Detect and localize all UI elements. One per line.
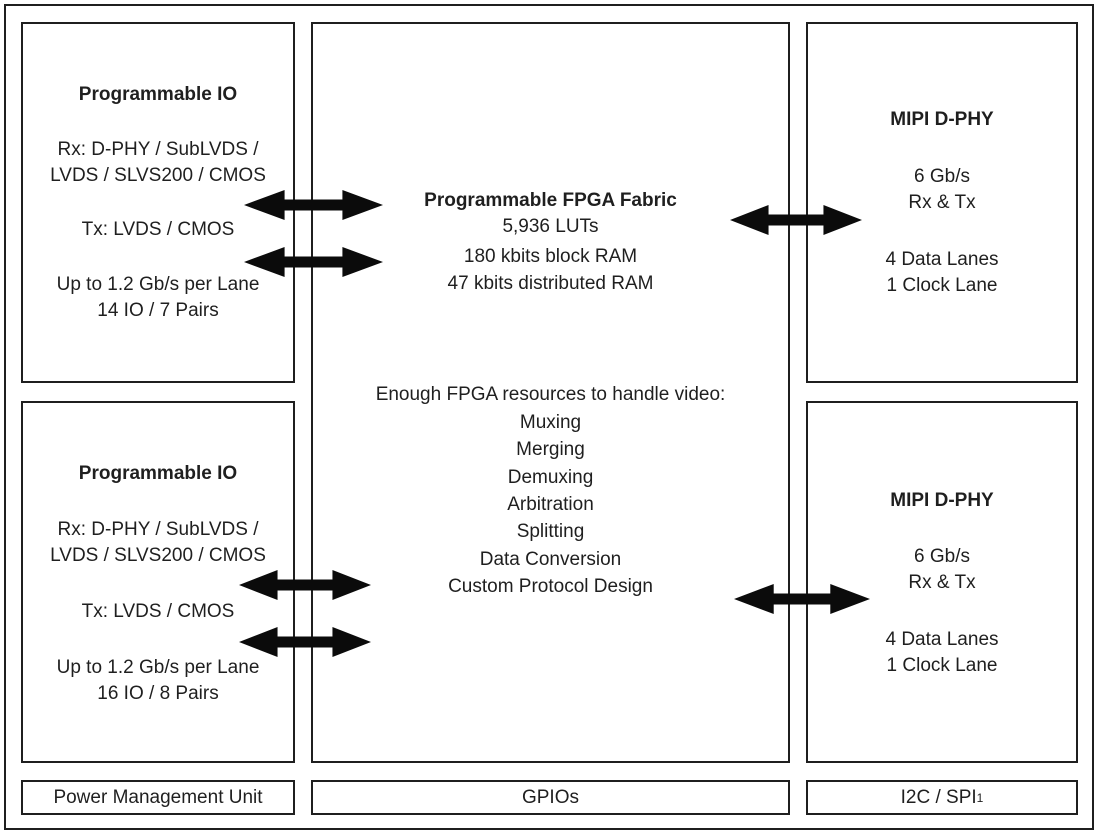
capability-data-conversion: Data Conversion [479, 549, 622, 570]
clock-lane-line: 1 Clock Lane [886, 275, 998, 296]
bidirectional-arrow-icon [730, 204, 862, 236]
io-pairs-line: 16 IO / 8 Pairs [97, 683, 219, 704]
block-gpios: GPIOs [311, 780, 790, 815]
block-fpga-fabric: Programmable FPGA Fabric 5,936 LUTs 180 … [311, 22, 790, 763]
block-mipi-dphy-bottom: MIPI D-PHY 6 Gb/s Rx & Tx 4 Data Lanes 1… [806, 401, 1078, 763]
block-title: MIPI D-PHY [890, 490, 994, 511]
capability-custom-protocol: Custom Protocol Design [448, 576, 653, 597]
block-title: Programmable IO [78, 463, 238, 484]
bidirectional-arrow-icon [239, 626, 371, 658]
i2c-spi-label: I2C / SPI [900, 786, 977, 808]
capability-merging: Merging [516, 439, 585, 460]
block-title: Programmable FPGA Fabric [424, 190, 677, 211]
pmu-label: Power Management Unit [53, 786, 263, 808]
tx-standards-line: Tx: LVDS / CMOS [81, 219, 235, 240]
block-programmable-io-top: Programmable IO Rx: D-PHY / SubLVDS / LV… [21, 22, 295, 383]
resources-heading: Enough FPGA resources to handle video: [375, 384, 726, 405]
block-title: MIPI D-PHY [890, 109, 994, 130]
io-pairs-line: 14 IO / 7 Pairs [97, 300, 219, 321]
data-lanes-line: 4 Data Lanes [885, 249, 999, 270]
capability-arbitration: Arbitration [507, 494, 594, 515]
gpio-label: GPIOs [521, 786, 579, 808]
bidirectional-arrow-icon [734, 583, 870, 615]
lane-rate-line: Up to 1.2 Gb/s per Lane [56, 657, 260, 678]
bidirectional-arrow-icon [244, 246, 383, 278]
clock-lane-line: 1 Clock Lane [886, 655, 998, 676]
speed-line: 6 Gb/s [914, 166, 970, 187]
bidirectional-arrow-icon [239, 569, 371, 601]
tx-standards-line: Tx: LVDS / CMOS [81, 601, 235, 622]
rx-tx-line: Rx & Tx [908, 192, 976, 213]
lane-rate-line: Up to 1.2 Gb/s per Lane [56, 274, 260, 295]
distributed-ram-line: 47 kbits distributed RAM [447, 273, 654, 294]
rx-tx-line: Rx & Tx [908, 572, 976, 593]
data-lanes-line: 4 Data Lanes [885, 629, 999, 650]
block-mipi-dphy-top: MIPI D-PHY 6 Gb/s Rx & Tx 4 Data Lanes 1… [806, 22, 1078, 383]
bidirectional-arrow-icon [244, 189, 383, 221]
rx-standards-line-2: LVDS / SLVS200 / CMOS [50, 165, 266, 186]
rx-standards-line-2: LVDS / SLVS200 / CMOS [50, 545, 266, 566]
rx-standards-line-1: Rx: D-PHY / SubLVDS / [57, 139, 259, 160]
diagram-outer-border [4, 4, 1094, 830]
rx-standards-line-1: Rx: D-PHY / SubLVDS / [57, 519, 259, 540]
capability-muxing: Muxing [519, 412, 582, 433]
block-ram-line: 180 kbits block RAM [463, 246, 638, 267]
capability-splitting: Splitting [516, 521, 585, 542]
capability-demuxing: Demuxing [507, 467, 594, 488]
speed-line: 6 Gb/s [914, 546, 970, 567]
block-power-management-unit: Power Management Unit [21, 780, 295, 815]
luts-line: 5,936 LUTs [502, 216, 599, 237]
block-title: Programmable IO [78, 84, 238, 105]
